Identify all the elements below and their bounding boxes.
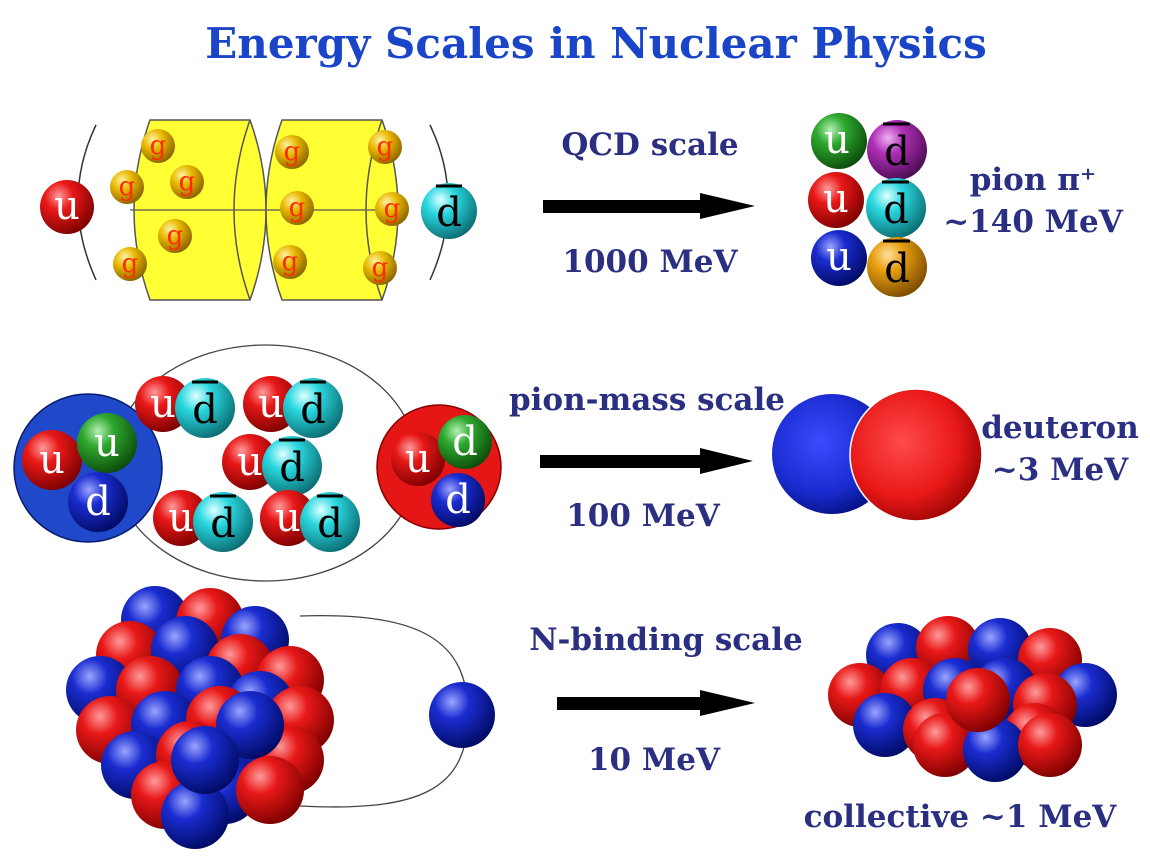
svg-text:u: u xyxy=(237,439,263,485)
escaping-nucleon xyxy=(429,682,495,748)
svg-text:u: u xyxy=(258,381,284,427)
nucleon xyxy=(161,781,229,849)
svg-text:d: d xyxy=(192,387,218,433)
svg-text:d: d xyxy=(317,501,343,547)
gluon: g xyxy=(113,247,147,281)
heavy-nucleus xyxy=(66,586,334,849)
collective-label: collective ~1 MeV xyxy=(804,799,1118,835)
nucleon xyxy=(171,726,239,794)
nucleon xyxy=(236,756,304,824)
svg-text:d: d xyxy=(85,479,111,525)
nucleon xyxy=(913,713,977,777)
pion-energy-label: ~140 MeV xyxy=(943,204,1124,240)
gluon: g xyxy=(275,135,309,169)
proton-composite: u d d xyxy=(376,404,502,530)
gluon: g xyxy=(141,129,175,163)
gluon: g xyxy=(110,170,144,204)
svg-text:g: g xyxy=(150,131,167,161)
gluon: g xyxy=(280,191,314,225)
svg-text:u: u xyxy=(275,495,301,541)
svg-text:u: u xyxy=(168,495,194,541)
svg-text:g: g xyxy=(122,249,139,279)
svg-text:u: u xyxy=(54,183,80,229)
pion-mass-scale-label: pion-mass scale xyxy=(509,382,785,418)
deuteron-energy-label: ~3 MeV xyxy=(992,452,1129,488)
row-n-binding: N-binding scale 10 MeV collective ~1 MeV xyxy=(66,586,1117,849)
gluon: g xyxy=(170,165,204,199)
arrow-pion-mass xyxy=(540,448,753,474)
svg-text:d: d xyxy=(436,190,462,236)
svg-text:d: d xyxy=(300,387,326,433)
n-binding-scale-label: N-binding scale xyxy=(529,622,803,658)
svg-text:g: g xyxy=(282,247,299,277)
anti-down-quark: d xyxy=(421,183,477,239)
svg-text:u: u xyxy=(823,176,849,222)
up-quark: u xyxy=(40,180,94,234)
svg-text:g: g xyxy=(289,193,306,223)
gluon: g xyxy=(273,245,307,279)
svg-text:d: d xyxy=(883,187,909,233)
deuteron xyxy=(772,388,983,522)
svg-text:u: u xyxy=(150,381,176,427)
pion-label: pion π⁺ xyxy=(970,162,1097,198)
svg-text:g: g xyxy=(284,137,301,167)
svg-text:d: d xyxy=(884,129,910,175)
pion-mesons: u d u d u d xyxy=(808,113,927,297)
nucleon xyxy=(853,693,917,757)
svg-text:g: g xyxy=(167,221,184,251)
svg-text:d: d xyxy=(445,477,471,523)
gluon: g xyxy=(375,192,409,226)
gluon: g xyxy=(363,251,397,285)
n-binding-energy-label: 10 MeV xyxy=(588,742,721,778)
collective-nucleus xyxy=(828,616,1117,782)
arrow-n-binding xyxy=(557,690,755,716)
svg-text:u: u xyxy=(405,436,431,482)
svg-text:d: d xyxy=(210,501,236,547)
page-title: Energy Scales in Nuclear Physics xyxy=(205,19,986,68)
nucleon xyxy=(1018,713,1082,777)
svg-text:g: g xyxy=(377,132,394,162)
qcd-scale-label: QCD scale xyxy=(561,127,738,163)
svg-text:d: d xyxy=(279,445,305,491)
svg-text:u: u xyxy=(826,234,852,280)
svg-text:d: d xyxy=(452,419,478,465)
nucleon xyxy=(963,718,1027,782)
gluon: g xyxy=(158,219,192,253)
svg-text:g: g xyxy=(384,194,401,224)
arrow-qcd xyxy=(543,193,755,219)
svg-text:g: g xyxy=(119,172,136,202)
gluon: g xyxy=(368,130,402,164)
svg-text:u: u xyxy=(824,117,850,163)
svg-text:u: u xyxy=(39,437,65,483)
qcd-energy-label: 1000 MeV xyxy=(562,244,738,280)
nucleon xyxy=(946,668,1010,732)
svg-text:d: d xyxy=(884,246,910,292)
svg-text:g: g xyxy=(179,167,196,197)
deuteron-label: deuteron xyxy=(981,410,1139,446)
pion-mass-energy-label: 100 MeV xyxy=(566,498,721,534)
svg-text:g: g xyxy=(372,253,389,283)
neutron-composite: u u d xyxy=(13,393,163,543)
svg-text:u: u xyxy=(94,420,120,466)
